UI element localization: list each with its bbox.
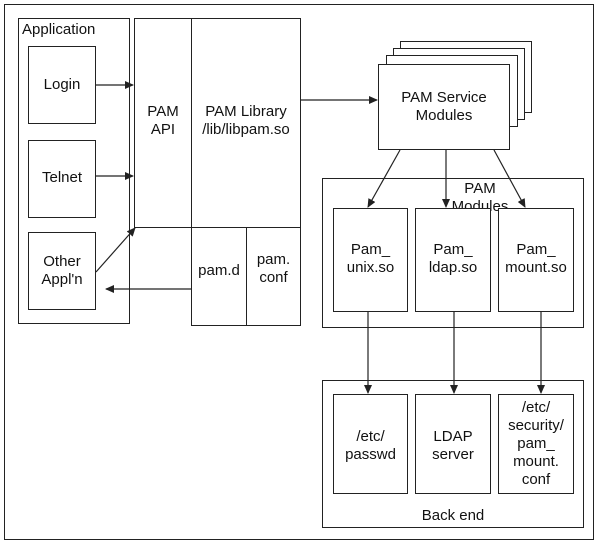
pam-conf-box [246, 227, 301, 326]
pam-mount-box [498, 208, 574, 312]
ldap-server-box [415, 394, 491, 494]
security-conf-box [498, 394, 574, 494]
pam-ldap-box [415, 208, 491, 312]
ldap-server-label: LDAP server [432, 428, 474, 463]
pam-unix-box [333, 208, 408, 312]
pam-api-label: PAM API [147, 103, 179, 138]
telnet-box [28, 140, 96, 218]
passwd-label: /etc/ passwd [345, 428, 396, 463]
service-modules-box [378, 64, 510, 150]
login-box [28, 46, 96, 124]
service-modules-label: PAM Service Modules [401, 89, 487, 124]
arrow-service-to-unix [367, 149, 401, 208]
security-conf-label: /etc/ security/ pam_ mount. conf [508, 399, 564, 488]
pam-library-label: PAM Library /lib/libpam.so [202, 103, 290, 138]
login-label: Login [43, 76, 81, 93]
other-app-label: Other Appl'n [41, 253, 83, 288]
diagram-frame [4, 4, 594, 540]
pam-d-label: pam.d [198, 262, 240, 279]
telnet-label: Telnet [41, 169, 83, 186]
application-title: Application [22, 21, 96, 38]
passwd-box [333, 394, 408, 494]
backend-title: Back end [421, 507, 485, 524]
arrow-other-to-api [95, 227, 136, 273]
other-app-box [28, 232, 96, 310]
pam-ldap-label: Pam_ ldap.so [428, 241, 478, 276]
pam-unix-label: Pam_ unix.so [346, 241, 395, 276]
pam-conf-label: pam. conf [256, 251, 291, 286]
pam-library-box [191, 18, 301, 228]
pam-mount-label: Pam_ mount.so [505, 241, 567, 276]
arrow-service-to-mount [493, 149, 526, 208]
